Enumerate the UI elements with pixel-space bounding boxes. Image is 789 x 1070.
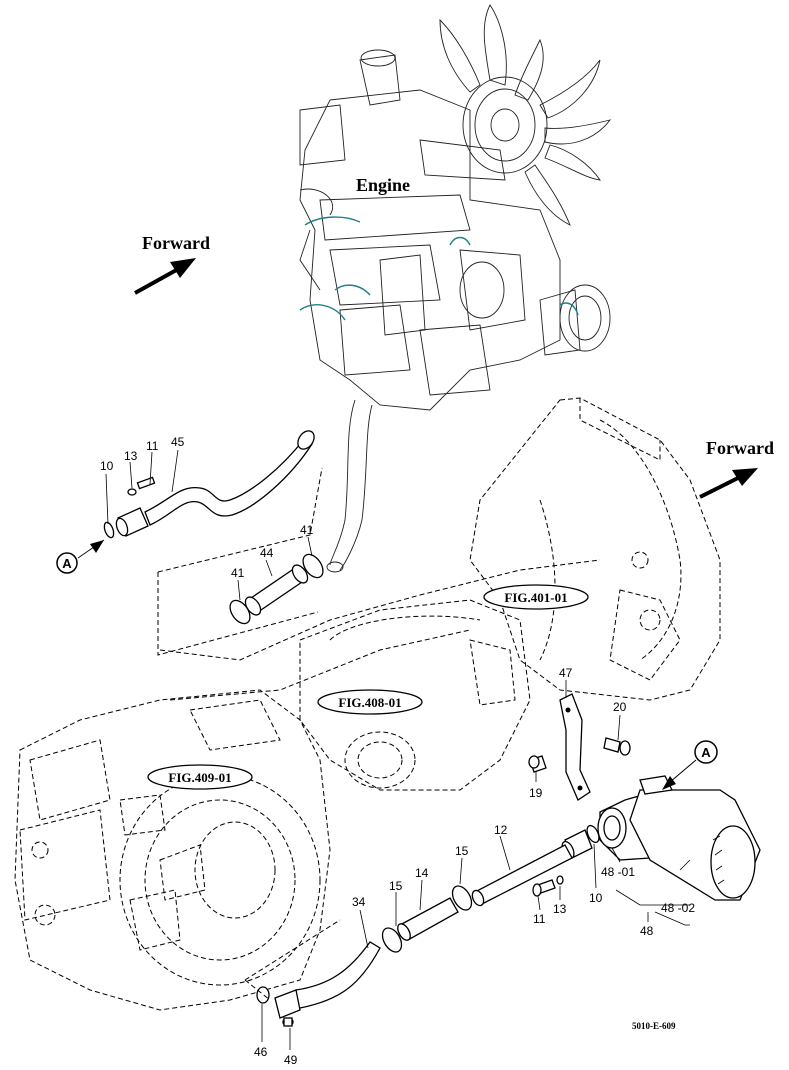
forward-label-top: Forward bbox=[142, 233, 210, 253]
o-ring-10-bottom bbox=[586, 824, 600, 844]
callout-44: 44 bbox=[260, 546, 274, 560]
callout-14: 14 bbox=[415, 866, 429, 880]
fig-408-label: FIG.408-01 bbox=[338, 695, 401, 710]
callout-48: 48 bbox=[640, 924, 654, 938]
engine-label: Engine bbox=[356, 175, 410, 195]
ref-a-right-label: A bbox=[701, 745, 711, 760]
ref-a-right[interactable]: A bbox=[662, 740, 718, 790]
bracket-47 bbox=[559, 693, 591, 801]
callout-15-lower: 15 bbox=[389, 879, 403, 893]
hose-44 bbox=[244, 564, 309, 616]
callout-46: 46 bbox=[254, 1045, 268, 1059]
oil-filter-48 bbox=[597, 775, 761, 901]
forward-arrow-top-icon bbox=[134, 258, 196, 295]
o-ring-10-top bbox=[103, 521, 115, 539]
callout-19: 19 bbox=[529, 786, 543, 800]
callout-15-upper: 15 bbox=[455, 844, 469, 858]
forward-arrow-right-icon bbox=[699, 468, 758, 499]
clamp-41-right bbox=[302, 553, 324, 579]
fig-401-ref[interactable]: FIG.401-01 bbox=[483, 584, 589, 610]
bolt-11-bottom bbox=[532, 875, 564, 897]
callout-12: 12 bbox=[494, 823, 508, 837]
callout-11-bottom: 11 bbox=[533, 912, 546, 926]
callout-10-top: 10 bbox=[100, 459, 114, 473]
pipe-12 bbox=[471, 844, 573, 907]
hose-14 bbox=[397, 897, 459, 941]
callout-49: 49 bbox=[284, 1053, 298, 1067]
clamp-41-left bbox=[229, 599, 251, 625]
callout-47: 47 bbox=[559, 666, 573, 680]
callout-34: 34 bbox=[352, 895, 366, 909]
bolt-20 bbox=[603, 737, 631, 756]
callout-20: 20 bbox=[613, 700, 627, 714]
transmission-housing bbox=[14, 397, 721, 1011]
drawing-code: 5010-E-609 bbox=[632, 1021, 676, 1031]
clamp-15-upper bbox=[451, 885, 473, 911]
o-ring-46 bbox=[256, 986, 270, 1004]
fig-409-label: FIG.409-01 bbox=[168, 770, 231, 785]
fitting-45 bbox=[115, 507, 149, 537]
fig-408-ref[interactable]: FIG.408-01 bbox=[317, 689, 423, 715]
callout-45: 45 bbox=[171, 435, 185, 449]
callout-10-bottom: 10 bbox=[589, 891, 603, 905]
callout-48-02: 48 -02 bbox=[661, 901, 695, 915]
callout-13-bottom: 13 bbox=[553, 902, 567, 916]
callout-41-right: 41 bbox=[300, 523, 314, 537]
callout-13-top: 13 bbox=[124, 449, 138, 463]
bolt-19 bbox=[528, 755, 547, 773]
callout-48-01: 48 -01 bbox=[601, 865, 635, 879]
fitting-49 bbox=[274, 989, 301, 1027]
pipe-45 bbox=[144, 430, 315, 526]
fig-409-ref[interactable]: FIG.409-01 bbox=[147, 764, 253, 790]
ref-a-left-label: A bbox=[62, 556, 72, 571]
callout-11-top: 11 bbox=[146, 439, 159, 453]
ref-a-left[interactable]: A bbox=[56, 540, 104, 574]
forward-label-right: Forward bbox=[706, 438, 774, 458]
pipe-34 bbox=[291, 941, 381, 1009]
engine-illustration bbox=[299, 4, 612, 573]
callout-41-left: 41 bbox=[231, 566, 245, 580]
clamp-15-lower bbox=[381, 927, 403, 953]
fig-401-label: FIG.401-01 bbox=[504, 590, 567, 605]
